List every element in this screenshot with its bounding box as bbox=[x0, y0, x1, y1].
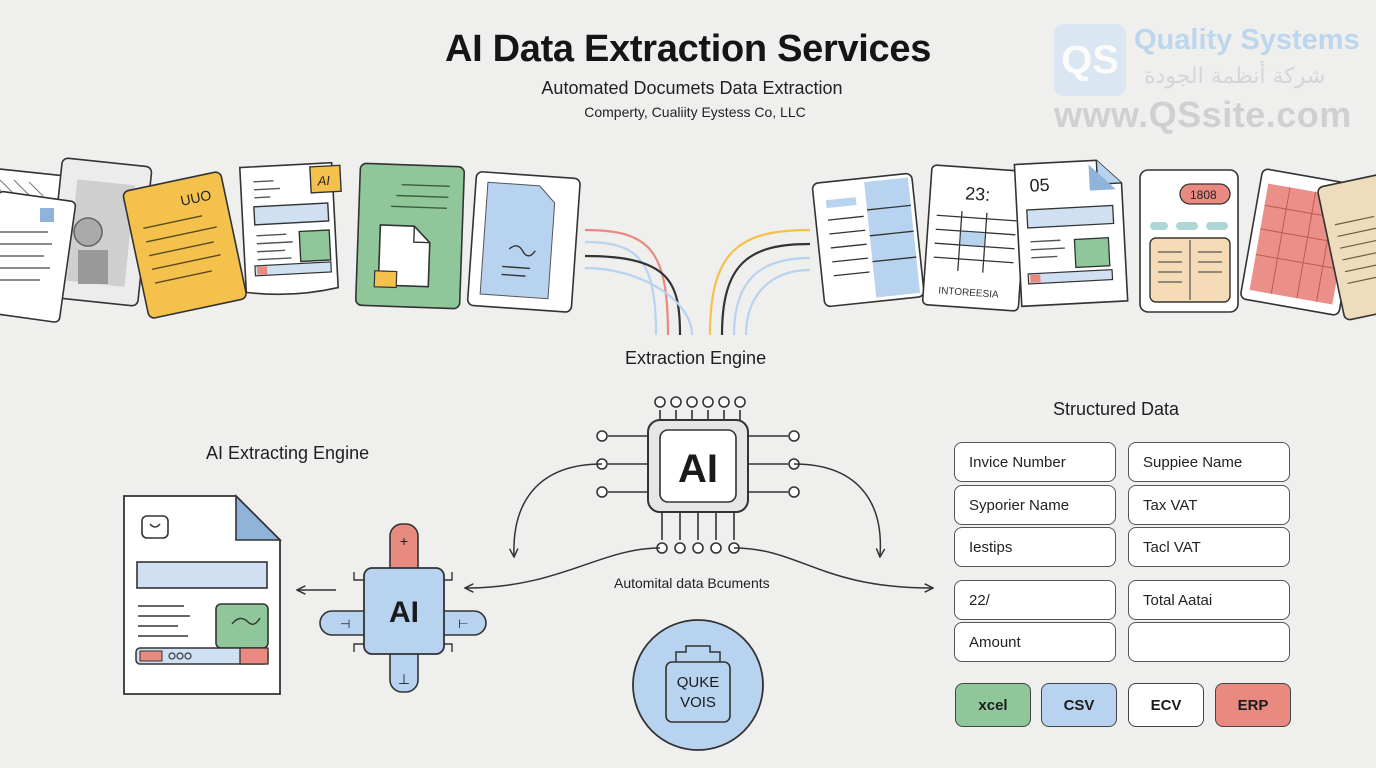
svg-text:1808: 1808 bbox=[1190, 188, 1217, 202]
ai-chip-label: AI bbox=[678, 447, 718, 491]
watermark-url: www.QSsite.com bbox=[1054, 94, 1352, 135]
page-subtitle: Automated Documets Data Extraction bbox=[541, 78, 843, 98]
field-tacl-vat[interactable]: Tacl VAT bbox=[1128, 527, 1290, 567]
svg-text:⊣: ⊣ bbox=[340, 617, 350, 631]
format-csv-button[interactable]: CSV bbox=[1041, 683, 1117, 727]
svg-text:23:: 23: bbox=[965, 183, 991, 205]
svg-text:AI: AI bbox=[316, 173, 330, 189]
qs-logo-watermark: QS bbox=[1054, 24, 1126, 96]
ai-chip-inner bbox=[659, 429, 737, 503]
ai-hub: + ⊥ ⊣ ⊢ AI bbox=[319, 523, 487, 693]
svg-text:INTOREESIA: INTOREESIA bbox=[938, 286, 999, 301]
field-total-aatai[interactable]: Total Aatai bbox=[1128, 580, 1290, 620]
field-supplier-name[interactable]: Suppiee Name bbox=[1128, 442, 1290, 482]
company-name: Comperty, Cualiity Eystess Co, LLC bbox=[584, 104, 806, 120]
watermark-company-name: Quality Systems bbox=[1134, 24, 1360, 56]
arrow-chip-to-right bbox=[793, 463, 880, 556]
document-spreadsheet-card: 23: INTOREESIA bbox=[921, 164, 1029, 312]
svg-text:⊥: ⊥ bbox=[398, 671, 410, 687]
arrow-chip-to-hub bbox=[466, 547, 661, 588]
page-title: AI Data Extraction Services bbox=[444, 28, 932, 70]
bubble-line-2: VOIS bbox=[680, 694, 716, 711]
ai-bubble: QUKE VOIS bbox=[632, 619, 764, 751]
document-table-card bbox=[811, 172, 925, 308]
field-date[interactable]: 22/ bbox=[954, 580, 1116, 620]
document-form-card: AI bbox=[238, 161, 342, 296]
arrow-chip-to-fields bbox=[733, 547, 932, 588]
structured-data-label: Structured Data bbox=[1053, 399, 1180, 419]
field-invoice-number[interactable]: Invice Number bbox=[954, 442, 1116, 482]
format-erp-button[interactable]: ERP bbox=[1215, 683, 1291, 727]
document-invoice-card bbox=[0, 190, 77, 323]
format-excel-button[interactable]: xcel bbox=[955, 683, 1031, 727]
ai-extracting-engine-label: AI Extracting Engine bbox=[206, 443, 370, 463]
document-badge-card: 1808 bbox=[1139, 169, 1239, 313]
document-blue-card bbox=[466, 171, 581, 313]
field-syporier-name[interactable]: Syporier Name bbox=[954, 485, 1116, 525]
svg-text:05: 05 bbox=[1029, 175, 1050, 196]
document-beige-card bbox=[1317, 171, 1376, 321]
field-amount[interactable]: Amount bbox=[954, 622, 1116, 662]
arrow-chip-to-left bbox=[514, 463, 603, 556]
document-green-card bbox=[354, 162, 466, 310]
ai-chip-pins bbox=[596, 396, 800, 554]
document-receipt-card: 05 bbox=[1013, 159, 1129, 308]
field-empty[interactable] bbox=[1128, 622, 1290, 662]
watermark-arabic-name: شركة أنظمة الجودة bbox=[1144, 64, 1326, 89]
svg-text:UUO: UUO bbox=[179, 187, 213, 209]
ai-hub-label: AI bbox=[389, 596, 419, 629]
field-iestips[interactable]: Iestips bbox=[954, 527, 1116, 567]
flow-lines-right bbox=[708, 228, 811, 336]
field-tax-vat[interactable]: Tax VAT bbox=[1128, 485, 1290, 525]
document-yellow-card: UUO bbox=[122, 171, 247, 319]
flow-lines-left bbox=[584, 228, 694, 336]
svg-text:⊢: ⊢ bbox=[458, 617, 468, 631]
format-ecv-button[interactable]: ECV bbox=[1128, 683, 1204, 727]
svg-text:+: + bbox=[400, 533, 408, 549]
engine-caption: Automital data Bcuments bbox=[614, 575, 770, 591]
source-document-icon bbox=[123, 494, 282, 695]
extraction-engine-label: Extraction Engine bbox=[625, 348, 767, 368]
bubble-line-1: QUKE bbox=[677, 674, 720, 691]
